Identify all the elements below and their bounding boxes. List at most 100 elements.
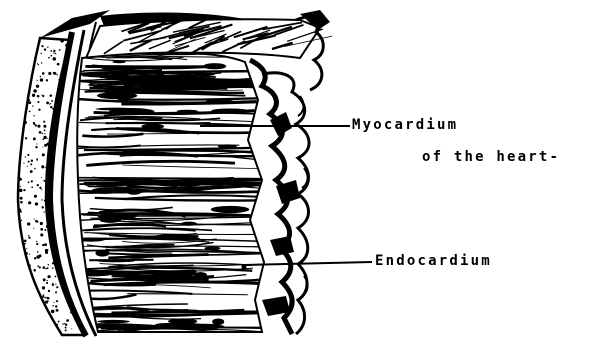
pericardium-stipple-dot — [35, 124, 37, 126]
pericardium-stipple-dot — [21, 220, 22, 221]
pericardium-stipple-dot — [54, 72, 57, 75]
pericardium-stipple-dot — [33, 115, 34, 116]
pericardium-stipple-dot — [28, 101, 31, 104]
pericardium-stipple-dot — [41, 165, 44, 168]
pericardium-stipple-dot — [40, 233, 43, 236]
pericardium-stipple-dot — [36, 243, 38, 245]
pericardium-stipple-dot — [47, 249, 48, 250]
muscle-fiber-shadow — [212, 318, 224, 325]
pericardium-stipple-dot — [40, 228, 43, 231]
pericardium-stipple-dot — [30, 284, 33, 287]
pericardium-stipple-dot — [40, 76, 41, 77]
pericardium-stipple-dot — [19, 316, 21, 318]
muscle-fiber-shadow — [211, 108, 248, 113]
pericardium-stipple-dot — [70, 232, 73, 235]
pericardium-stipple-dot — [42, 72, 45, 75]
pericardium-stipple-dot — [56, 300, 58, 302]
pericardium-stipple-dot — [51, 310, 55, 314]
pericardium-stipple-dot — [43, 136, 46, 139]
pericardium-stipple-dot — [30, 324, 32, 326]
muscle-fiber-shadow — [96, 108, 136, 111]
pericardium-stipple-dot — [46, 143, 49, 146]
pericardium-stipple-dot — [27, 154, 29, 156]
pericardium-stipple-dot — [20, 54, 22, 56]
pericardium-stipple-dot — [71, 135, 75, 139]
pericardium-stipple-dot — [28, 201, 31, 204]
pericardium-stipple-dot — [68, 83, 71, 86]
pericardium-stipple-dot — [67, 97, 68, 98]
pericardium-stipple-dot — [43, 300, 44, 301]
pericardium-stipple-dot — [47, 138, 48, 139]
pericardium-stipple-dot — [35, 202, 38, 205]
pericardium-stipple-dot — [38, 64, 39, 65]
pericardium-stipple-dot — [44, 229, 46, 231]
muscle-fiber-shadow — [153, 234, 198, 239]
pericardium-stipple-dot — [53, 302, 54, 303]
pericardium-stipple-dot — [42, 146, 43, 147]
pericardium-stipple-dot — [62, 246, 65, 249]
pericardium-stipple-dot — [72, 196, 73, 197]
pericardium-stipple-dot — [23, 163, 24, 164]
pericardium-stipple-dot — [44, 125, 46, 127]
pericardium-stipple-dot — [51, 100, 53, 102]
muscle-fiber-shadow — [218, 144, 237, 148]
pericardium-stipple-dot — [24, 240, 27, 243]
pericardium-stipple-dot — [19, 299, 20, 300]
myocardium-label-continuation: of the heart- — [422, 150, 560, 164]
pericardium-stipple-dot — [28, 99, 30, 101]
pericardium-stipple-dot — [17, 125, 20, 128]
pericardium-stipple-dot — [42, 206, 44, 208]
pericardium-stipple-dot — [42, 139, 44, 141]
muscle-fiber-stroke — [98, 335, 161, 339]
pericardium-stipple-dot — [34, 219, 35, 220]
pericardium-stipple-dot — [21, 308, 24, 311]
pericardium-stipple-dot — [17, 95, 20, 98]
pericardium-stipple-dot — [36, 143, 37, 144]
muscle-fiber-shadow — [76, 237, 105, 241]
pericardium-stipple-dot — [67, 203, 69, 205]
pericardium-stipple-dot — [52, 305, 54, 307]
pericardium-stipple-dot — [42, 266, 45, 269]
pericardium-stipple-dot — [39, 187, 41, 189]
pericardium-stipple-dot — [66, 89, 67, 90]
muscle-fiber-shadow — [141, 124, 164, 130]
pericardium-stipple-dot — [43, 121, 45, 123]
pericardium-stipple-dot — [14, 330, 18, 334]
pericardium-stipple-dot — [22, 300, 26, 304]
muscle-fiber-shadow — [95, 250, 109, 257]
pericardium-stipple-dot — [23, 35, 26, 38]
pericardium-stipple-dot — [37, 101, 39, 103]
pericardium-stipple-dot — [34, 307, 37, 310]
pericardium-stipple-dot — [34, 314, 36, 316]
pericardium-stipple-dot — [52, 267, 54, 269]
pericardium-stipple-dot — [68, 72, 70, 74]
pericardium-stipple-dot — [23, 36, 24, 37]
pericardium-stipple-dot — [13, 52, 16, 55]
pericardium-stipple-dot — [27, 287, 29, 289]
pericardium-stipple-dot — [43, 211, 44, 212]
pericardium-stipple-dot — [29, 111, 31, 113]
pericardium-stipple-dot — [13, 51, 14, 52]
pericardium-stipple-dot — [33, 269, 36, 272]
pericardium-stipple-dot — [28, 37, 31, 40]
pericardium-stipple-dot — [33, 89, 36, 92]
pericardium-stipple-dot — [41, 199, 42, 200]
pericardium-stipple-dot — [21, 317, 24, 320]
pericardium-stipple-dot — [18, 56, 21, 59]
pericardium-stipple-dot — [34, 168, 36, 170]
pericardium-stipple-dot — [37, 95, 40, 98]
muscle-fiber-shadow — [97, 92, 137, 99]
pericardium-stipple-dot — [28, 181, 30, 183]
pericardium-stipple-dot — [70, 215, 71, 216]
muscle-fiber-shadow — [72, 272, 112, 276]
pericardium-stipple-dot — [64, 254, 67, 257]
pericardium-stipple-dot — [33, 137, 36, 140]
pericardium-stipple-dot — [31, 160, 33, 162]
pericardium-stipple-dot — [20, 197, 23, 200]
pericardium-stipple-dot — [56, 286, 58, 288]
pericardium-stipple-dot — [72, 211, 73, 212]
pericardium-stipple-dot — [25, 156, 26, 157]
pericardium-stipple-dot — [22, 75, 25, 78]
pericardium-stipple-dot — [37, 265, 39, 267]
pericardium-stipple-dot — [31, 303, 34, 306]
